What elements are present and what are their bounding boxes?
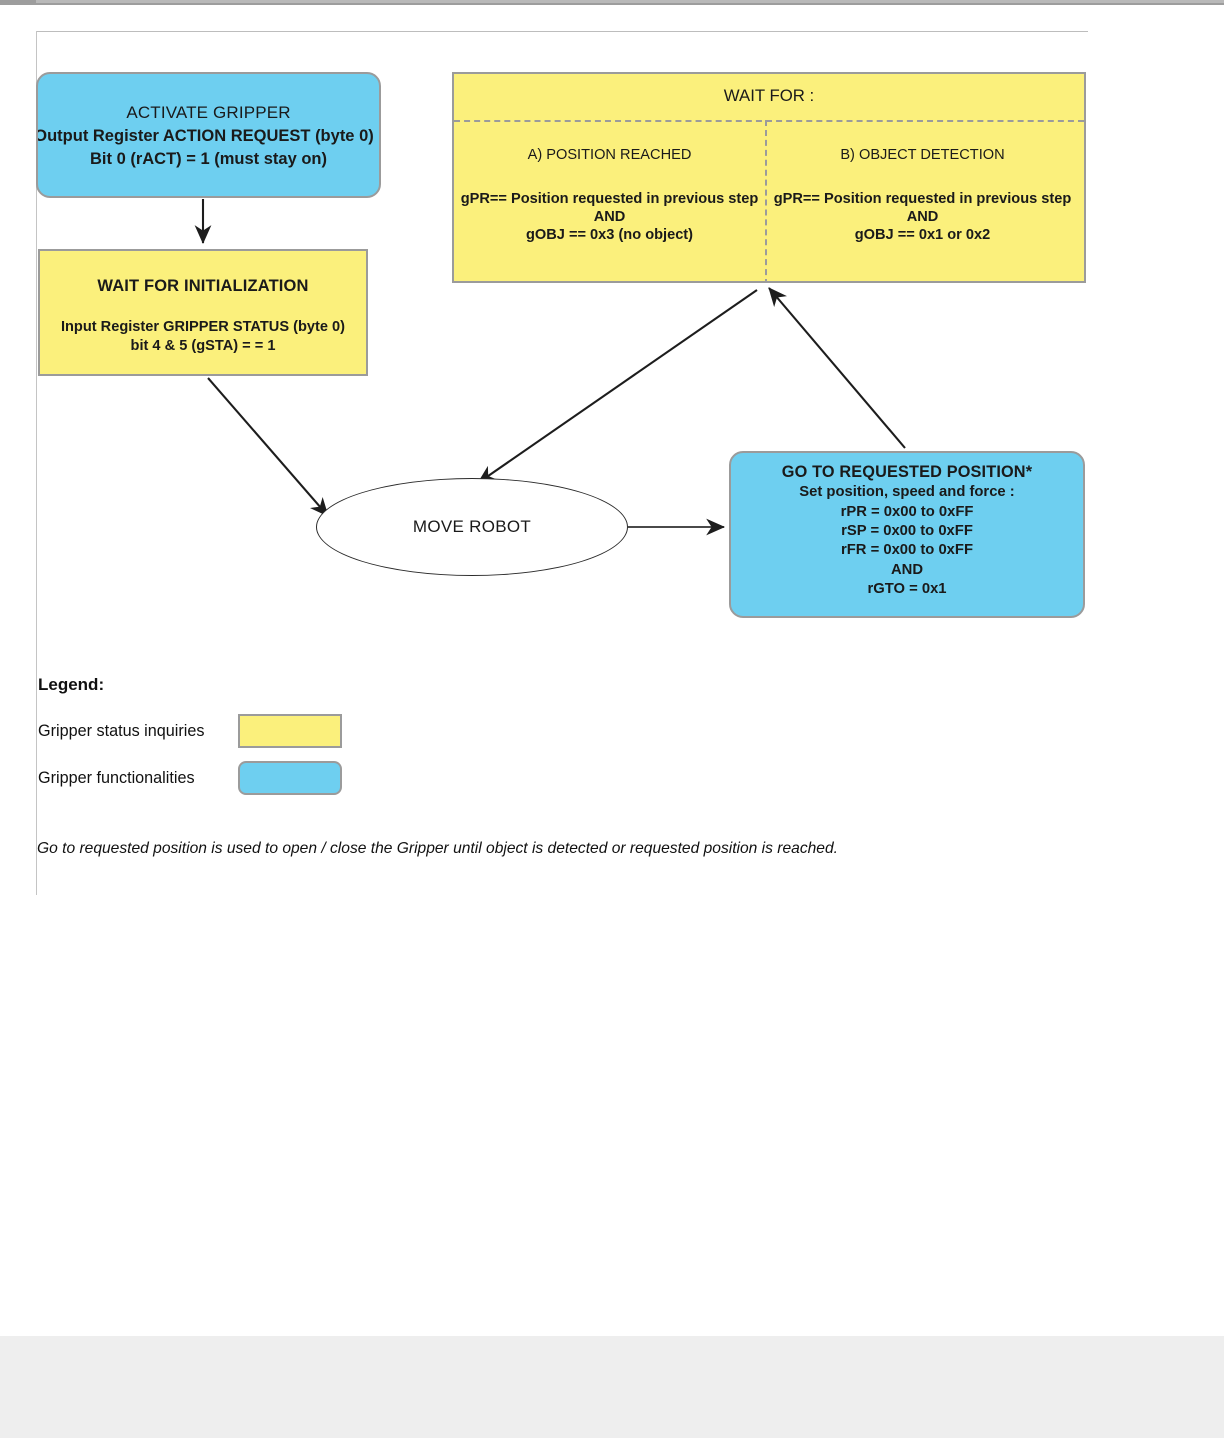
goto-position-line7: rGTO = 0x1: [867, 580, 947, 597]
goto-position-line5: rFR = 0x00 to 0xFF: [841, 542, 973, 559]
legend-swatch-yellow: [238, 714, 342, 748]
goto-position-line4: rSP = 0x00 to 0xFF: [841, 522, 973, 539]
node-wait-for-initialization[interactable]: WAIT FOR INITIALIZATION Input Register G…: [38, 249, 368, 376]
wait-for-branch-a: A) POSITION REACHED gPR== Position reque…: [454, 120, 765, 281]
wait-for-branch-b: B) OBJECT DETECTION gPR== Position reque…: [767, 120, 1078, 281]
document-frame-left-edge: [36, 31, 37, 895]
wait-for-horizontal-divider: [454, 120, 1084, 122]
document-frame-top-edge: [36, 31, 1088, 32]
diagram-canvas: ACTIVATE GRIPPER Output Register ACTION …: [36, 72, 1086, 857]
node-activate-gripper[interactable]: ACTIVATE GRIPPER Output Register ACTION …: [36, 72, 381, 198]
branch-b-title: B) OBJECT DETECTION: [840, 147, 1005, 163]
arrow-wait-init-to-move-robot: [207, 377, 329, 517]
footer-bar: [0, 1336, 1224, 1438]
branch-a-line1: gPR== Position requested in previous ste…: [460, 191, 759, 208]
wait-for-vertical-divider: [765, 120, 767, 281]
branch-a-title: A) POSITION REACHED: [527, 147, 692, 163]
legend-label-status-inquiries: Gripper status inquiries: [38, 721, 205, 740]
legend-swatch-blue: [238, 761, 342, 795]
wait-init-line3: bit 4 & 5 (gSTA) = = 1: [130, 337, 276, 354]
branch-a-line2: AND: [593, 209, 626, 226]
branch-b-line2: AND: [906, 209, 939, 226]
node-goto-requested-position[interactable]: GO TO REQUESTED POSITION* Set position, …: [729, 451, 1085, 618]
node-wait-for[interactable]: WAIT FOR : A) POSITION REACHED gPR== Pos…: [452, 72, 1086, 283]
activate-gripper-line2: Output Register ACTION REQUEST (byte 0): [36, 127, 374, 146]
top-chrome-bar: [0, 0, 1224, 5]
top-chrome-bar-inner: [36, 0, 1224, 3]
arrow-goto-position-to-wait-for: [768, 287, 906, 449]
legend-title: Legend:: [38, 675, 105, 694]
legend-label-functionalities: Gripper functionalities: [38, 768, 195, 787]
wait-init-title: WAIT FOR INITIALIZATION: [97, 277, 309, 295]
branch-b-line3: gOBJ == 0x1 or 0x2: [854, 227, 991, 244]
legend-item-status-inquiries: Gripper status inquiries: [38, 714, 342, 748]
goto-position-line2: Set position, speed and force :: [799, 484, 1015, 501]
goto-position-line6: AND: [890, 561, 924, 578]
wait-for-title: WAIT FOR :: [723, 86, 815, 105]
goto-position-title: GO TO REQUESTED POSITION*: [781, 463, 1033, 481]
wait-init-line2: Input Register GRIPPER STATUS (byte 0): [60, 319, 346, 336]
branch-a-line3: gOBJ == 0x3 (no object): [525, 227, 694, 244]
legend-item-functionalities: Gripper functionalities: [38, 761, 342, 795]
goto-position-line3: rPR = 0x00 to 0xFF: [840, 503, 974, 520]
activate-gripper-title: ACTIVATE GRIPPER: [126, 103, 291, 122]
branch-b-line1: gPR== Position requested in previous ste…: [773, 191, 1072, 208]
move-robot-label: MOVE ROBOT: [412, 517, 532, 536]
arrow-wait-for-to-move-robot: [477, 289, 758, 484]
activate-gripper-line3: Bit 0 (rACT) = 1 (must stay on): [90, 149, 327, 168]
footnote-text: Go to requested position is used to open…: [37, 840, 838, 857]
node-move-robot[interactable]: MOVE ROBOT: [316, 478, 628, 576]
